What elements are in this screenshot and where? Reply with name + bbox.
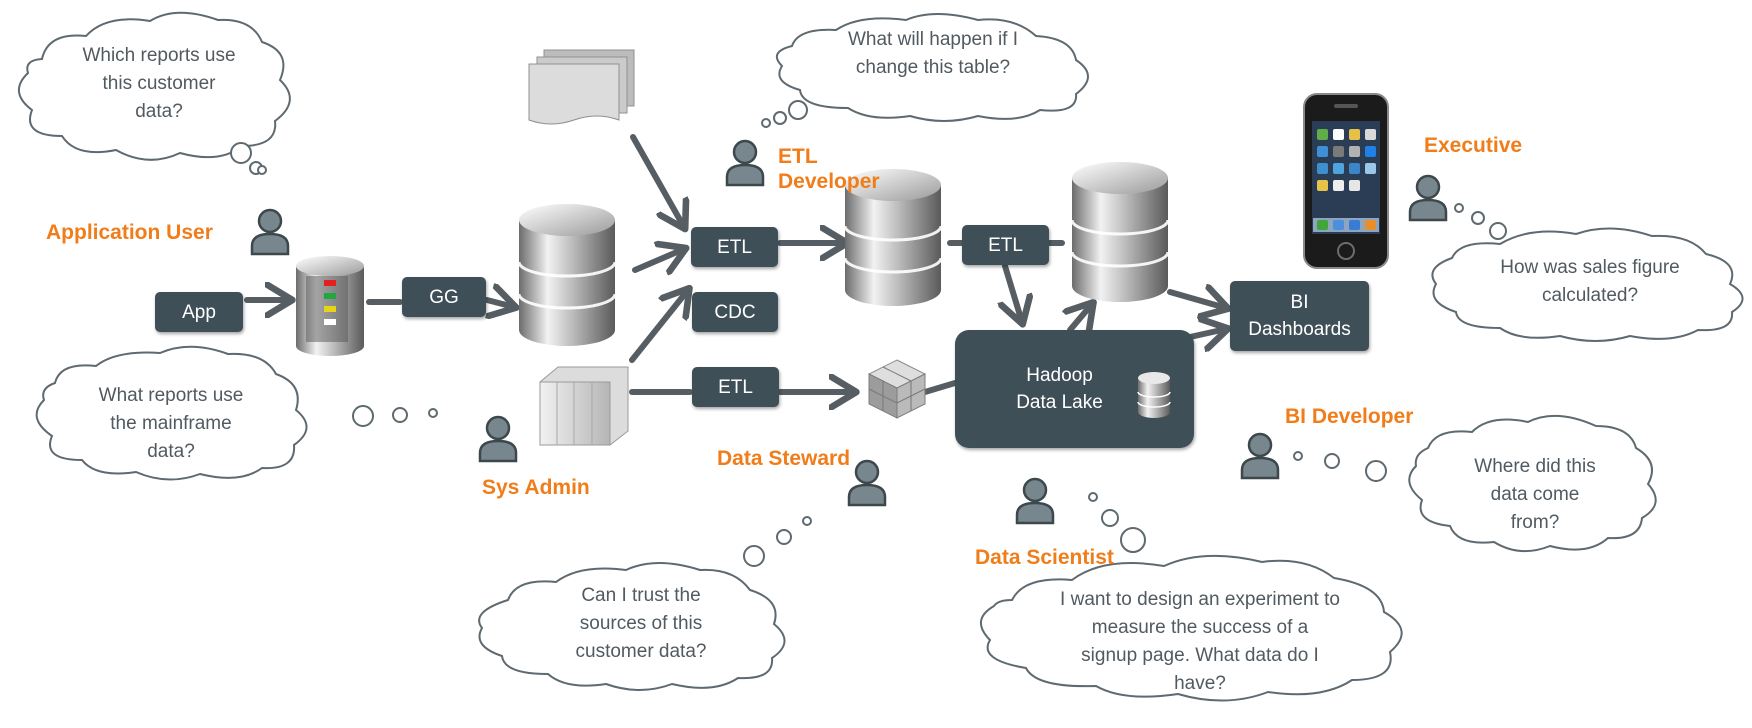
thought-bubbles	[230, 100, 1507, 567]
role-bi-developer: BI Developer	[1285, 405, 1414, 428]
arrow-hadoop-to-bi	[1187, 329, 1226, 337]
server-rack-icon	[296, 256, 364, 356]
thought-line: data?	[135, 101, 183, 122]
person-icon	[1015, 477, 1055, 525]
thought-app-user: Which reports use this customer data?	[46, 42, 272, 126]
thought-bi-developer: Where did this data come from?	[1430, 453, 1640, 537]
database-icon	[517, 204, 617, 346]
smartphone-icon	[1303, 93, 1389, 269]
hadoop-line-1: Hadoop	[1026, 365, 1093, 386]
etl-box-3: ETL	[962, 225, 1049, 265]
role-etl-developer: ETL Developer	[778, 144, 880, 194]
person-icon	[847, 459, 887, 507]
arrow-hadoop-to-db3	[1070, 304, 1092, 330]
thought-cloud-icon	[980, 554, 1403, 702]
arrow-db3-to-bi	[1167, 292, 1226, 308]
role-data-steward: Data Steward	[717, 447, 851, 470]
role-data-scientist: Data Scientist	[975, 546, 1114, 569]
arrow-etl3-to-hadoop	[1005, 263, 1022, 322]
arrow-mainframe-to-etl	[629, 290, 688, 363]
mainframe-icon	[539, 366, 629, 446]
role-executive: Executive	[1424, 134, 1523, 157]
arrow-db-to-etl	[632, 249, 684, 270]
thought-cloud-icon	[478, 562, 786, 691]
thought-data-steward: Can I trust the sources of this customer…	[516, 582, 766, 666]
app-box: App	[155, 292, 243, 332]
thought-etl-developer: What will happen if I change this table?	[798, 26, 1068, 82]
thought-data-scientist: I want to design an experiment to measur…	[1010, 586, 1390, 698]
role-etl-developer-line-1: ETL	[778, 145, 818, 168]
thought-line: data?	[147, 441, 195, 462]
thought-cloud-icon	[18, 11, 291, 161]
etl-box-2: ETL	[692, 367, 779, 407]
thought-line: Which reports use	[82, 45, 236, 66]
thought-cloud-icon	[35, 345, 308, 481]
thought-line: have?	[1174, 673, 1226, 694]
data-cube-icon	[867, 359, 927, 419]
thought-executive: How was sales figure calculated?	[1460, 254, 1720, 310]
person-icon	[1240, 432, 1280, 480]
thought-line: I want to design an experiment to	[1060, 589, 1340, 610]
thought-line: How was sales figure	[1500, 257, 1680, 278]
database-icon	[1070, 162, 1170, 302]
database-icon	[1137, 372, 1171, 418]
person-icon	[725, 139, 765, 187]
bi-dashboards-box: BI Dashboards	[1230, 281, 1369, 351]
hadoop-line-2: Data Lake	[1016, 392, 1103, 413]
thought-line: calculated?	[1541, 285, 1639, 306]
person-icon	[478, 415, 518, 463]
arrow-docs-to-etl	[630, 134, 684, 227]
cdc-box: CDC	[692, 292, 778, 332]
role-etl-developer-line-2: Developer	[778, 170, 880, 193]
database-icon	[843, 169, 943, 306]
role-sys-admin: Sys Admin	[482, 476, 590, 499]
thought-line: data come	[1490, 484, 1580, 505]
thought-line: What reports use	[98, 385, 244, 406]
gg-box: GG	[402, 277, 486, 317]
thought-cloud-icon	[775, 13, 1089, 122]
thought-line: What will happen if I	[847, 29, 1019, 50]
bi-dashboards-line-1: BI	[1290, 292, 1309, 313]
thought-line: sources of this	[579, 613, 703, 634]
thought-mainframe: What reports use the mainframe data?	[58, 382, 284, 466]
thought-line: measure the success of a	[1091, 617, 1309, 638]
etl-box-1: ETL	[691, 227, 778, 267]
thought-line: from?	[1510, 512, 1560, 533]
thought-line: signup page. What data do I	[1081, 645, 1319, 666]
thought-line: this customer	[102, 73, 216, 94]
person-icon	[1408, 174, 1448, 222]
thought-cloud-icon	[1408, 414, 1657, 553]
thought-line: Can I trust the	[581, 585, 701, 606]
person-icon	[250, 208, 290, 256]
arrow-gg-to-db	[484, 300, 514, 307]
thought-line: change this table?	[855, 57, 1011, 78]
documents-icon	[528, 49, 635, 125]
arrow-cube-to-hadoop	[922, 380, 958, 395]
bi-dashboards-line-2: Dashboards	[1248, 319, 1351, 340]
thought-cloud-icon	[1431, 227, 1744, 342]
thought-line: Where did this	[1474, 456, 1596, 477]
thought-line: the mainframe	[110, 413, 232, 434]
role-application-user: Application User	[46, 221, 213, 244]
thought-line: customer data?	[575, 641, 707, 662]
